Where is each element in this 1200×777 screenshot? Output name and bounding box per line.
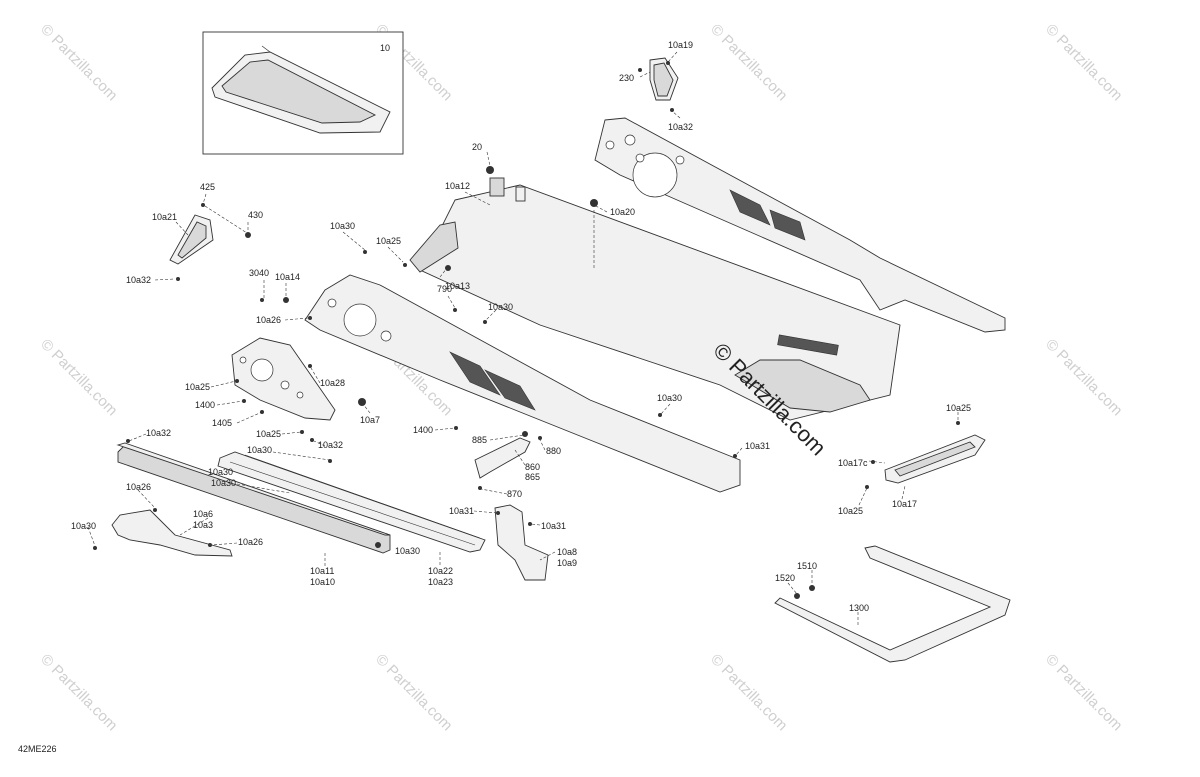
part-label: 870: [507, 489, 522, 499]
part-label: 10a25: [185, 382, 210, 392]
part-label: 10a9: [557, 558, 577, 568]
part-label: 10a22: [428, 566, 453, 576]
part-label: 880: [546, 446, 561, 456]
left-side-panel: [304, 274, 741, 493]
part-label: 10a32: [318, 440, 343, 450]
watermark: © Partzilla.com: [37, 336, 120, 419]
watermark: © Partzilla.com: [1042, 651, 1125, 734]
part-label: 430: [248, 210, 263, 220]
part-label: 10a31: [541, 521, 566, 531]
part-label: 790: [437, 284, 452, 294]
center-bracket: [474, 437, 531, 479]
part-label: 10a30: [208, 467, 233, 477]
part-label: 10a12: [445, 181, 470, 191]
part-label: 885: [472, 435, 487, 445]
inset-box: 10: [202, 31, 404, 155]
part-label: 10a31: [745, 441, 770, 451]
part-label: 10a32: [146, 428, 171, 438]
part-label: 10a21: [152, 212, 177, 222]
rear-grille: [884, 434, 986, 484]
tunnel-top-plate: [409, 177, 901, 421]
part-label: 10a3: [193, 520, 213, 530]
part-label: 10a28: [320, 378, 345, 388]
part-labels: 10a19 230 10a32 20 10a12 10a20 425 10a21…: [71, 40, 971, 613]
leader-lines: [87, 51, 959, 626]
running-board: [116, 442, 391, 554]
part-label: 865: [525, 472, 540, 482]
part-label: 10a17: [892, 499, 917, 509]
part-label: 20: [472, 142, 482, 152]
watermark: © Partzilla.com: [372, 651, 455, 734]
left-reflector: [169, 214, 214, 265]
part-label: 425: [200, 182, 215, 192]
part-label: 10a7: [360, 415, 380, 425]
part-label: 1300: [849, 603, 869, 613]
part-label: 10a32: [668, 122, 693, 132]
part-label: 10a25: [256, 429, 281, 439]
watermark: © Partzilla.com: [707, 651, 790, 734]
part-label: 10a20: [610, 207, 635, 217]
part-label: 1520: [775, 573, 795, 583]
part-label: 10a30: [211, 478, 236, 488]
part-label: 10a30: [330, 221, 355, 231]
part-label: 10a11: [310, 566, 334, 576]
rear-bracket: [494, 504, 549, 581]
part-label: 10a32: [126, 275, 151, 285]
part-label: 10a25: [838, 506, 863, 516]
watermark: © Partzilla.com: [707, 21, 790, 104]
right-reflector: [649, 57, 679, 101]
watermark: © Partzilla.com: [1042, 21, 1125, 104]
footrest: [217, 451, 486, 553]
part-label: 10a26: [256, 315, 281, 325]
footrest-bracket: [111, 509, 233, 557]
rear-bumper: [774, 545, 1011, 663]
part-label: 230: [619, 73, 634, 83]
part-label: 10a14: [275, 272, 300, 282]
part-label: 1510: [797, 561, 817, 571]
part-label: 10a25: [376, 236, 401, 246]
part-label: 10a25: [946, 403, 971, 413]
part-label: 3040: [249, 268, 269, 278]
part-label: 10a30: [395, 546, 420, 556]
part-label: 10a30: [657, 393, 682, 403]
part-label: 10a31: [449, 506, 474, 516]
part-label: 10a23: [428, 577, 453, 587]
right-side-panel: [594, 117, 1006, 333]
front-bracket-plate: [231, 337, 336, 421]
part-label: 10a19: [668, 40, 693, 50]
watermark: © Partzilla.com: [37, 21, 120, 104]
part-label: 10a6: [193, 509, 213, 519]
label-inset: 10: [380, 43, 390, 53]
watermark: © Partzilla.com: [1042, 336, 1125, 419]
watermark: © Partzilla.com: [37, 651, 120, 734]
fasteners: [93, 61, 960, 599]
part-label: 10a17c: [838, 458, 868, 468]
part-label: 1400: [195, 400, 215, 410]
part-label: 10a26: [126, 482, 151, 492]
part-label: 1405: [212, 418, 232, 428]
part-label: 10a26: [238, 537, 263, 547]
part-label: 10a30: [488, 302, 513, 312]
part-label: 10a30: [71, 521, 96, 531]
part-label: 10a10: [310, 577, 335, 587]
diagram-code: 42ME226: [18, 744, 57, 754]
part-label: 1400: [413, 425, 433, 435]
part-label: 860: [525, 462, 540, 472]
part-label: 10a13: [445, 281, 470, 291]
part-label: 10a30: [247, 445, 272, 455]
part-label: 10a8: [557, 547, 577, 557]
